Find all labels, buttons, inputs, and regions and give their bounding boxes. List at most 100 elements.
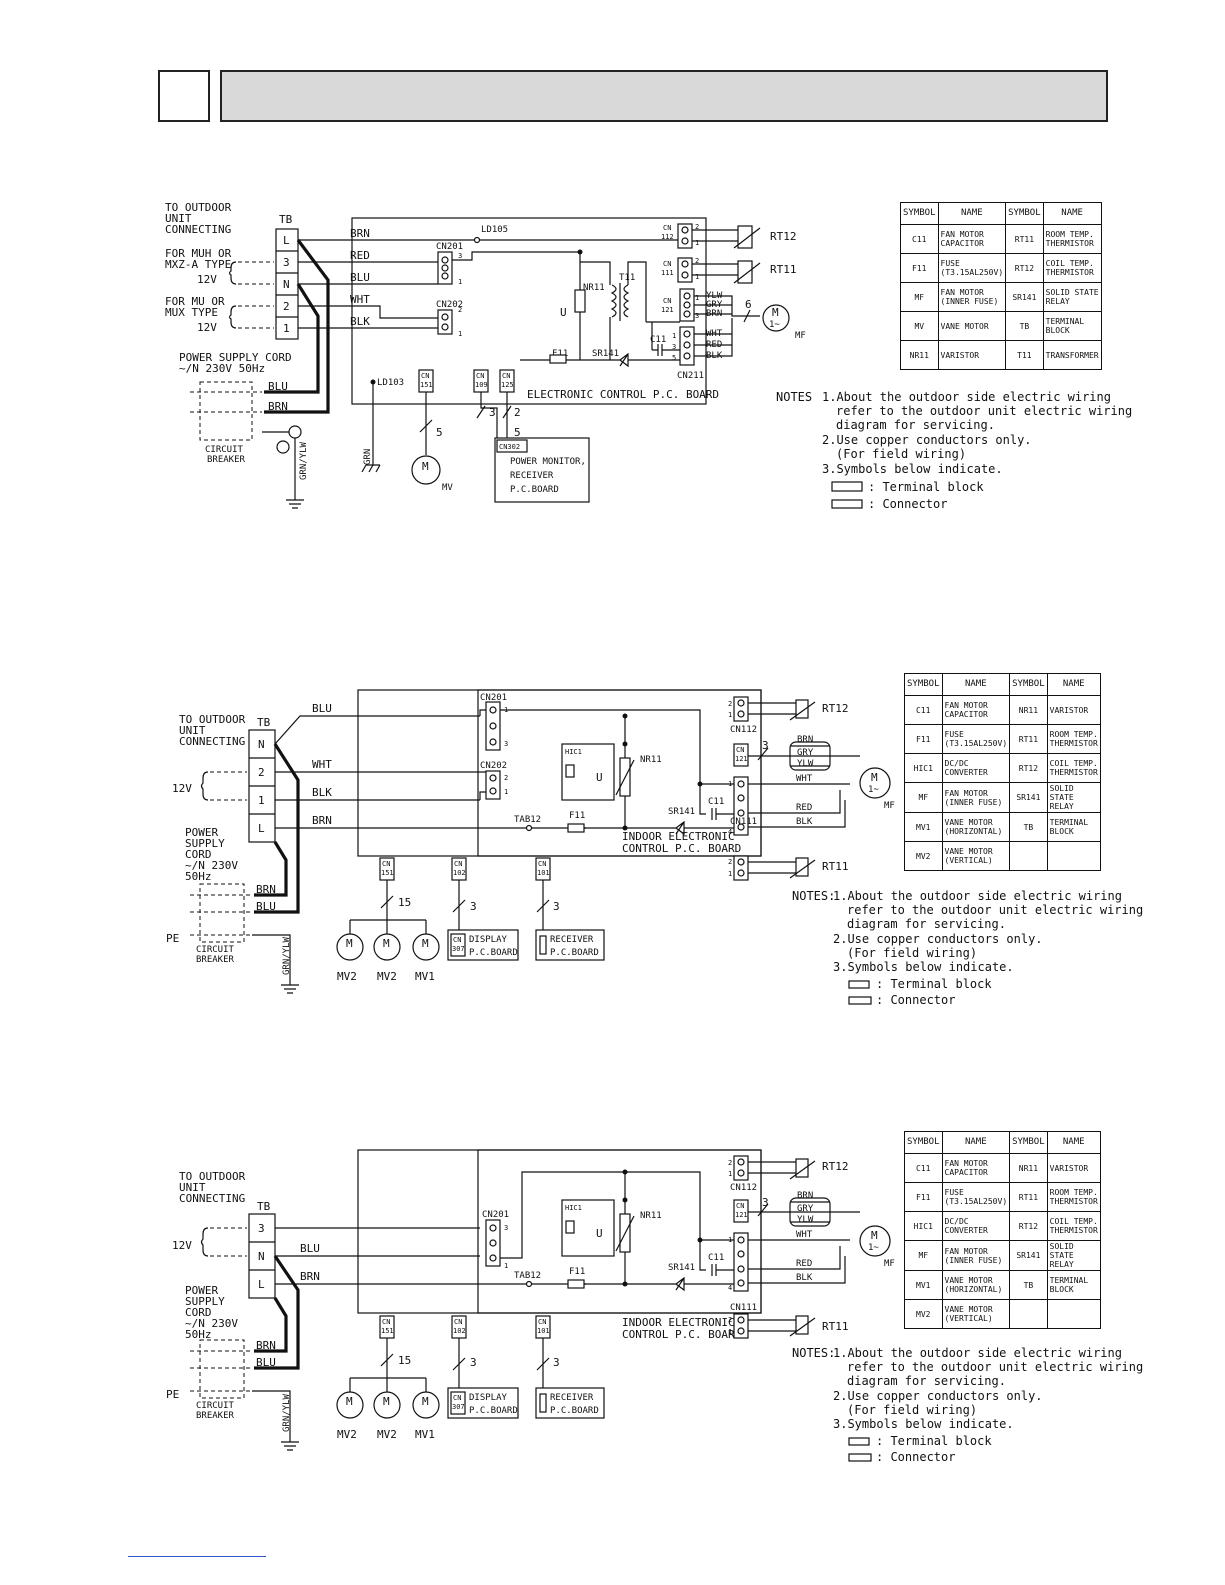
- svg-text:112: 112: [661, 233, 674, 241]
- svg-text:CN: CN: [736, 1202, 744, 1210]
- svg-text:1: 1: [728, 711, 732, 719]
- footer-link-underline: [128, 1556, 266, 1557]
- legend-name: VARISTOR: [1046, 695, 1101, 725]
- legend-name: VARISTOR: [937, 340, 1007, 370]
- legend-symbol: RT12: [1009, 1211, 1048, 1241]
- legend-symbol: F11: [900, 253, 939, 283]
- svg-text:BLK: BLK: [796, 1273, 813, 1283]
- d1-wire-label: WHT: [350, 293, 370, 306]
- svg-text:CN: CN: [454, 1318, 462, 1326]
- svg-text:50Hz: 50Hz: [185, 870, 212, 883]
- svg-text:1: 1: [728, 1170, 732, 1178]
- svg-text:1~: 1~: [868, 1243, 879, 1253]
- svg-text:2: 2: [728, 1159, 732, 1167]
- svg-text:2: 2: [514, 406, 521, 419]
- svg-text:DISPLAY: DISPLAY: [469, 1393, 508, 1403]
- legend-symbol: [1009, 841, 1048, 871]
- svg-text:NR11: NR11: [640, 1211, 662, 1221]
- svg-text:CONTROL P.C. BOARD: CONTROL P.C. BOARD: [622, 842, 741, 855]
- legend-name: FUSE (T3.15AL250V): [941, 1182, 1011, 1212]
- svg-text:121: 121: [661, 306, 674, 314]
- svg-text:4: 4: [728, 1284, 732, 1292]
- svg-text:GRN/YLW: GRN/YLW: [282, 1393, 292, 1432]
- legend-name: FAN MOTOR (INNER FUSE): [941, 782, 1011, 813]
- svg-text:P.C.BOARD: P.C.BOARD: [550, 948, 599, 958]
- svg-text:RECEIVER: RECEIVER: [550, 935, 594, 945]
- svg-text:CN302: CN302: [499, 443, 520, 451]
- svg-text:1: 1: [728, 1236, 732, 1244]
- d2-fuse: [567, 823, 585, 833]
- svg-text:U: U: [596, 1227, 603, 1240]
- svg-text:~/N 230V: ~/N 230V: [185, 1317, 238, 1330]
- legend-name: SOLID STATE RELAY: [1042, 282, 1102, 312]
- legend-symbol: MV2: [904, 841, 943, 871]
- d1-wire-label: BLU: [268, 380, 288, 393]
- svg-text:CN111: CN111: [730, 1303, 757, 1313]
- svg-text:: Connector: : Connector: [868, 497, 947, 511]
- d1-cn211: CN211: [677, 371, 704, 381]
- svg-text:(For field wiring): (For field wiring): [847, 1403, 977, 1417]
- svg-text:BRN: BRN: [300, 1270, 320, 1283]
- legend-symbol: MF: [900, 282, 939, 312]
- d1-notes: NOTES 1.About the outdoor side electric …: [776, 390, 1132, 511]
- d2-circuit-breaker: [199, 883, 245, 943]
- svg-text:RECEIVER: RECEIVER: [550, 1393, 594, 1403]
- svg-text:3: 3: [553, 900, 560, 913]
- svg-text:3: 3: [504, 1224, 508, 1232]
- svg-text:3: 3: [470, 900, 477, 913]
- svg-text:MV2: MV2: [377, 1428, 397, 1441]
- d2-wires: TO OUTDOOR UNIT CONNECTING TB 12V N 2 1 …: [166, 689, 895, 994]
- svg-text:GRN: GRN: [363, 449, 373, 465]
- d3-receiver-board: [535, 1387, 605, 1419]
- d2-notes: NOTES: 1.About the outdoor side electric…: [792, 889, 1143, 1007]
- d1-wire-label: RED: [350, 249, 370, 262]
- svg-text:6: 6: [745, 298, 752, 311]
- legend-name: ROOM TEMP. THERMISTOR: [1046, 1182, 1101, 1212]
- svg-text:P.C.BOARD: P.C.BOARD: [469, 948, 518, 958]
- svg-text:TAB12: TAB12: [514, 1271, 541, 1281]
- legend-symbol: MV1: [904, 812, 943, 842]
- legend-name: TERMINAL BLOCK: [1042, 311, 1102, 341]
- svg-text:CN: CN: [453, 936, 461, 944]
- svg-text:BLK: BLK: [796, 817, 813, 827]
- d1-wire-label: GRN/YLW: [299, 441, 309, 480]
- d1-label: UNIT: [165, 212, 192, 225]
- svg-text:HIC1: HIC1: [565, 748, 582, 756]
- svg-text:BREAKER: BREAKER: [196, 1411, 235, 1421]
- d1-label: 12V: [197, 321, 217, 334]
- svg-text:(For field wiring): (For field wiring): [847, 946, 977, 960]
- legend-name: DC/DC CONVERTER: [941, 753, 1011, 783]
- d1-varistor: [574, 289, 586, 313]
- legend-symbol: MF: [904, 782, 943, 813]
- legend-name: VARISTOR: [1046, 1153, 1101, 1183]
- svg-text:3: 3: [762, 1196, 769, 1209]
- svg-text:M: M: [346, 1395, 353, 1408]
- legend-symbol: RT12: [1005, 253, 1044, 283]
- svg-text:L: L: [258, 1278, 265, 1291]
- d1-tb-1: 1: [283, 322, 290, 335]
- svg-text:151: 151: [381, 1327, 394, 1335]
- d1-tb-N: N: [283, 278, 290, 291]
- legend-symbol: RT11: [1009, 1182, 1048, 1212]
- svg-text:1: 1: [728, 1328, 732, 1336]
- svg-text:1~: 1~: [868, 785, 879, 795]
- svg-text:M: M: [383, 1395, 390, 1408]
- svg-text:POWER: POWER: [185, 826, 218, 839]
- d1-t11: T11: [619, 273, 635, 283]
- legend-name: [1046, 841, 1101, 871]
- svg-text:~/N 230V: ~/N 230V: [185, 859, 238, 872]
- svg-text:1: 1: [258, 794, 265, 807]
- svg-text:UNIT: UNIT: [179, 724, 206, 737]
- svg-text:3: 3: [458, 252, 462, 260]
- svg-text:2: 2: [728, 858, 732, 866]
- legend-symbol: TB: [1009, 1270, 1048, 1300]
- svg-text:15: 15: [398, 896, 411, 909]
- svg-text:NR11: NR11: [640, 755, 662, 765]
- svg-text:M: M: [383, 937, 390, 950]
